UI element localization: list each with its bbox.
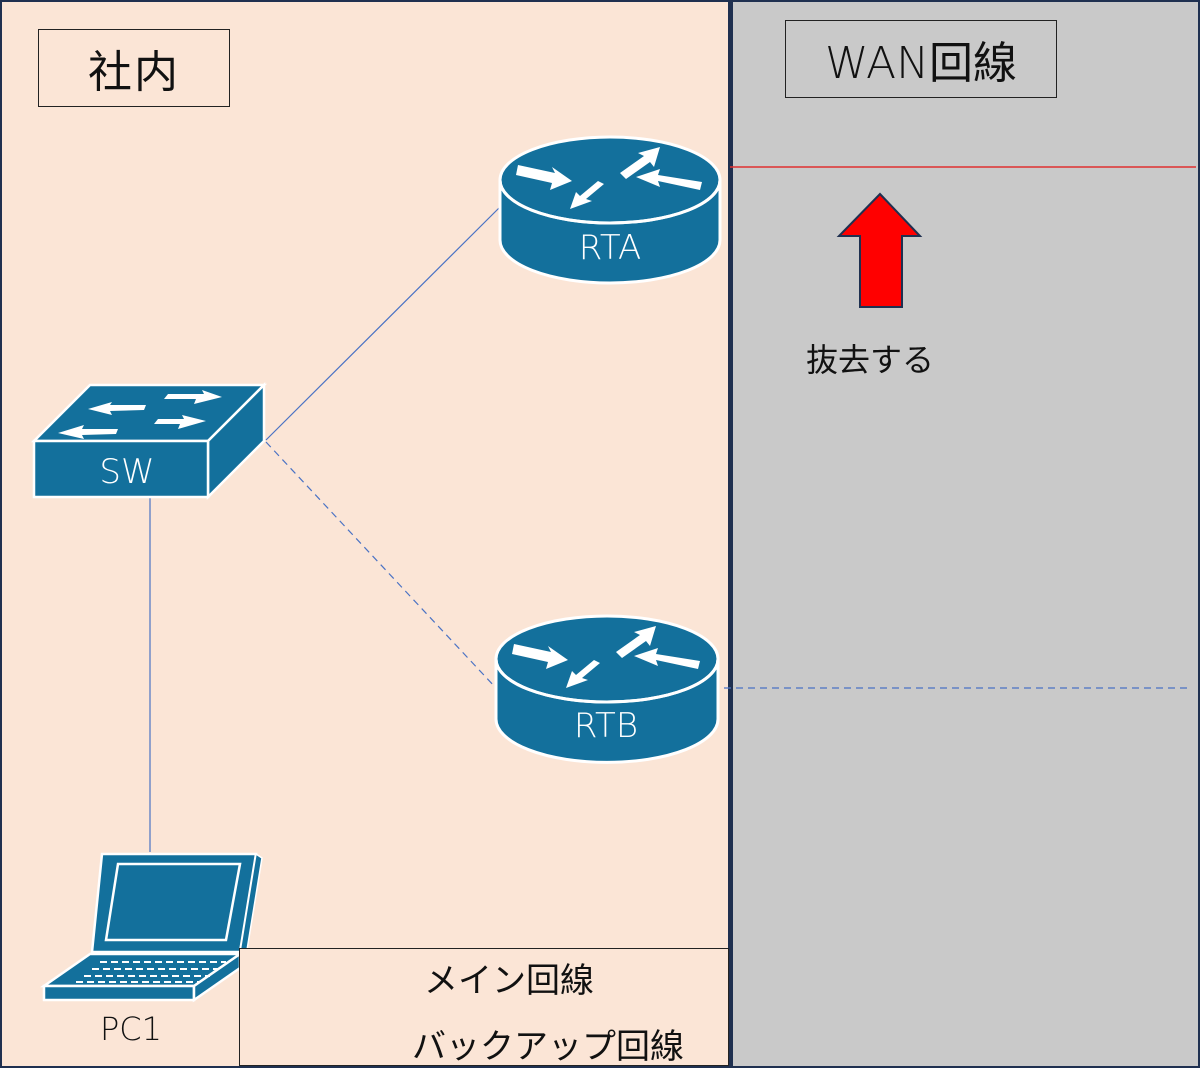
laptop-pc1-icon[interactable] (40, 852, 263, 1003)
router-rtb-icon[interactable] (494, 614, 720, 764)
router-rta-icon[interactable] (498, 135, 722, 285)
annotation-text: 抜去する (806, 341, 935, 379)
lan-zone-title: 社内 (38, 29, 230, 107)
switch-sw-label: SW (99, 452, 155, 492)
switch-sw-icon[interactable] (30, 381, 268, 501)
laptop-pc1-label: PC1 (100, 1010, 162, 1048)
wan-zone (728, 0, 1200, 1068)
router-rta-label: RTA (578, 228, 642, 268)
wan-zone-title: WAN回線 (785, 20, 1057, 98)
legend-backup-label: バックアップ回線 (412, 1027, 684, 1067)
legend-main-label: メイン回線 (424, 961, 594, 1001)
router-rtb-label: RTB (573, 706, 639, 746)
link-sw-rtb (265, 441, 497, 689)
up-arrow-icon (836, 192, 923, 308)
link-sw-rta (265, 206, 501, 441)
legend: メイン回線 バックアップ回線 (239, 948, 729, 1067)
